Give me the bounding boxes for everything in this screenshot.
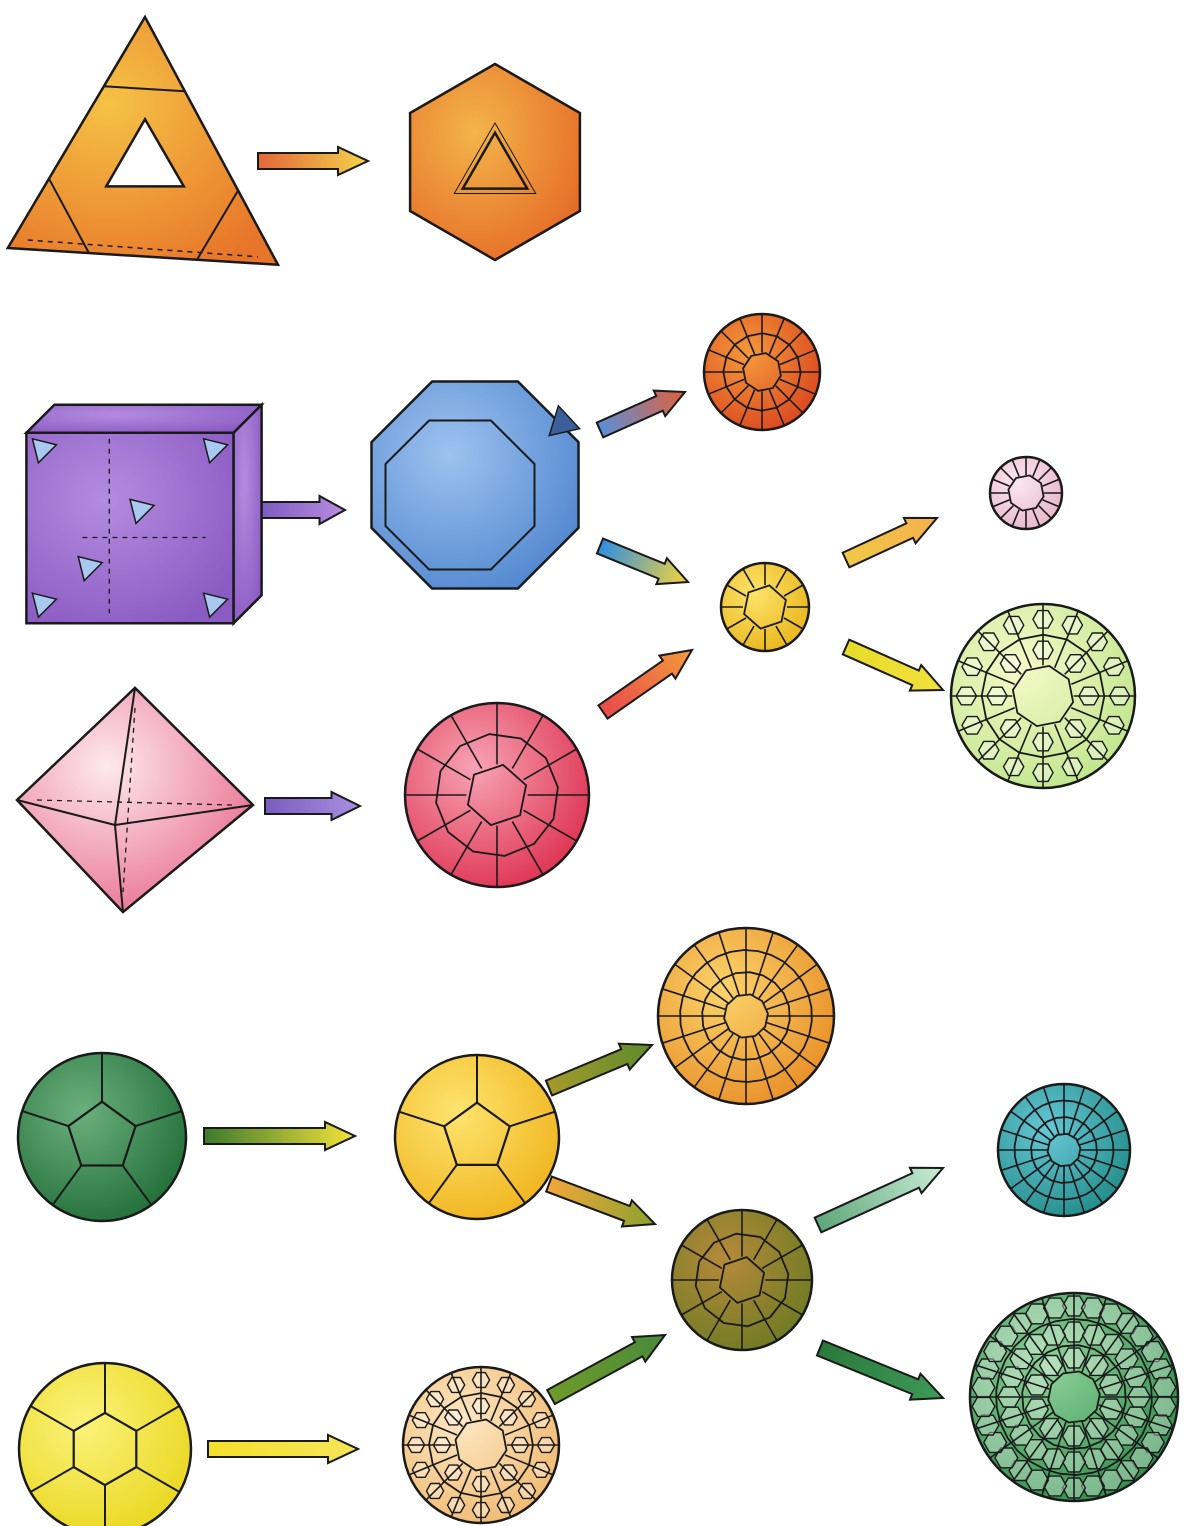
- arrow-dodecahedron-to-truncated-dodecahedron: [204, 1122, 355, 1150]
- truncated-octahedron-solid: [405, 703, 589, 887]
- arrow-cuboctahedron-to-small-pink-solid: [840, 505, 943, 572]
- arrow-truncated-dodecahedron-to-snub-solid: [544, 1032, 658, 1101]
- truncated-cuboctahedron-solid: [951, 604, 1135, 788]
- cuboctahedron-solid: [721, 563, 809, 651]
- arrow-octahedron-to-truncated-octahedron: [265, 792, 360, 820]
- icosidodecahedron-solid: [672, 1210, 812, 1350]
- truncated-icosidodecahedron-solid: [970, 1293, 1178, 1501]
- truncated-dodecahedron-solid: [395, 1055, 559, 1219]
- rhombicuboctahedron-solid: [704, 314, 820, 430]
- solids-layer: [8, 17, 1178, 1526]
- truncated-tetrahedron-solid: [410, 64, 580, 260]
- arrow-truncated-cube-to-cuboctahedron: [595, 533, 694, 595]
- icosahedron-solid: [19, 1363, 191, 1526]
- arrow-truncated-octahedron-to-cuboctahedron: [595, 638, 700, 723]
- truncated-icosahedron-solid: [403, 1367, 559, 1523]
- arrow-cube-to-truncated-cube: [260, 496, 345, 524]
- truncated-cube-solid: [372, 382, 580, 589]
- arrow-icosidodecahedron-to-rhombicosidodecahedron: [812, 1155, 949, 1237]
- arrow-truncated-icosahedron-to-icosidodecahedron: [544, 1323, 671, 1410]
- arrow-icosahedron-to-truncated-icosahedron: [208, 1435, 358, 1463]
- arrow-truncated-cube-to-rhombicuboctahedron: [594, 379, 690, 443]
- arrow-tetrahedron-to-truncated-tetrahedron: [258, 147, 368, 175]
- dodecahedron-solid: [18, 1053, 186, 1221]
- octahedron-solid: [17, 688, 253, 912]
- tetrahedron-solid: [8, 17, 278, 265]
- cube-solid: [26, 405, 261, 623]
- rhombicosidodecahedron-solid: [998, 1084, 1130, 1216]
- arrow-truncated-dodecahedron-to-icosidodecahedron: [544, 1171, 660, 1237]
- arrow-icosidodecahedron-to-truncated-icosidodecahedron: [815, 1335, 949, 1411]
- arrow-cuboctahedron-to-truncated-cuboctahedron: [840, 634, 948, 703]
- snub-solid: [658, 928, 834, 1104]
- small-pink-solid: [990, 457, 1062, 529]
